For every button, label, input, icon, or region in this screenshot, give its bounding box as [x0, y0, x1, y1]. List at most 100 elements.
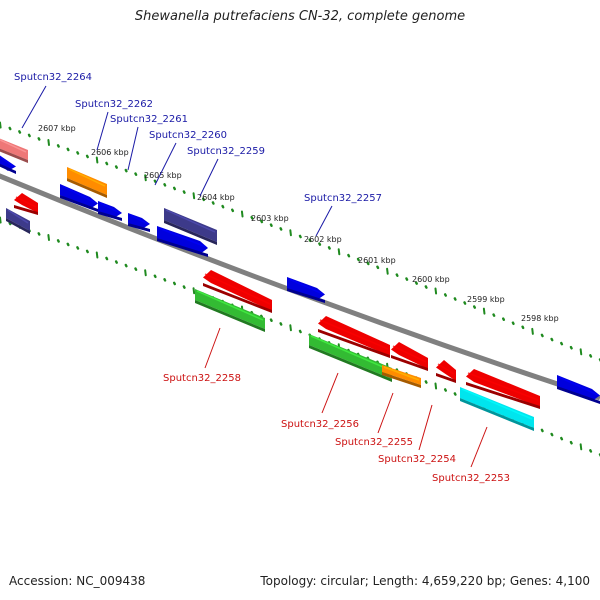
- feature-blue-c[interactable]: [128, 213, 150, 232]
- gene-label-sputcn32-2261[interactable]: Sputcn32_2261: [110, 114, 188, 125]
- minor-tick: [414, 281, 418, 285]
- major-tick: [192, 287, 196, 295]
- feature-highlight: [196, 290, 264, 321]
- minor-tick: [76, 246, 80, 250]
- gene-label-leader: [418, 404, 433, 451]
- gene-label-sputcn32-2256[interactable]: Sputcn32_2256: [281, 419, 359, 430]
- feature-green-2256[interactable]: [309, 334, 392, 382]
- minor-tick: [443, 388, 447, 392]
- feature-body: [195, 289, 265, 329]
- feature-green-2258[interactable]: [195, 289, 265, 332]
- gene-label-leader: [21, 85, 47, 129]
- feature-purple-2260[interactable]: [164, 208, 217, 245]
- minor-tick: [134, 267, 138, 271]
- feature-orange-2255[interactable]: [382, 365, 421, 388]
- minor-tick: [356, 257, 360, 262]
- feature-orange-2262[interactable]: [67, 167, 107, 198]
- minor-tick: [405, 277, 409, 281]
- gene-label-sputcn32-2257[interactable]: Sputcn32_2257: [304, 193, 382, 204]
- feature-pink-topleft[interactable]: [0, 137, 28, 163]
- minor-tick: [279, 322, 283, 326]
- feature-highlight: [558, 376, 599, 396]
- feature-blue-2259[interactable]: [157, 226, 208, 257]
- feature-body: [67, 167, 107, 195]
- feature-highlight: [467, 372, 539, 401]
- feature-highlight: [165, 209, 216, 233]
- minor-tick: [163, 278, 167, 282]
- minor-tick: [250, 215, 254, 220]
- minor-tick: [56, 239, 60, 243]
- feature-highlight: [461, 388, 533, 420]
- minor-tick: [105, 161, 109, 166]
- minor-tick: [472, 305, 476, 309]
- feature-red-small-left[interactable]: [14, 193, 38, 215]
- minor-tick: [569, 440, 573, 445]
- feature-red-2256[interactable]: [318, 316, 390, 358]
- gene-label-sputcn32-2255[interactable]: Sputcn32_2255: [335, 437, 413, 448]
- minor-tick: [66, 242, 70, 247]
- feature-red-2255[interactable]: [391, 342, 428, 371]
- minor-tick: [8, 126, 12, 131]
- minor-tick: [424, 285, 428, 289]
- feature-highlight: [437, 363, 455, 375]
- major-tick: [47, 233, 50, 241]
- feature-red-2254[interactable]: [436, 360, 456, 383]
- feature-shadow: [287, 288, 325, 303]
- scale-label: 2598 kbp: [521, 314, 559, 323]
- feature-highlight: [158, 227, 207, 248]
- feature-red-2258[interactable]: [203, 270, 272, 313]
- major-tick: [434, 287, 438, 295]
- minor-tick: [560, 341, 564, 346]
- minor-tick: [221, 204, 225, 209]
- gene-label-leader: [96, 111, 109, 151]
- minor-tick: [163, 183, 167, 187]
- gene-label-sputcn32-2262[interactable]: Sputcn32_2262: [75, 99, 153, 110]
- minor-tick: [153, 274, 157, 279]
- minor-tick: [76, 151, 80, 155]
- feature-body: [14, 193, 38, 213]
- feature-red-2253[interactable]: [466, 369, 540, 409]
- major-tick: [482, 307, 486, 315]
- feature-highlight: [68, 168, 106, 187]
- feature-body: [460, 387, 534, 428]
- feature-purple-left[interactable]: [6, 208, 30, 234]
- minor-tick: [85, 154, 89, 159]
- minor-tick: [211, 201, 215, 205]
- minor-tick: [453, 297, 457, 301]
- gene-label-sputcn32-2258[interactable]: Sputcn32_2258: [163, 373, 241, 384]
- feature-highlight: [0, 139, 27, 153]
- feature-shadow: [14, 205, 38, 215]
- minor-tick: [172, 186, 176, 191]
- scale-label: 2600 kbp: [412, 275, 450, 284]
- minor-tick: [114, 165, 118, 169]
- feature-cyan-2253[interactable]: [460, 387, 534, 431]
- feature-blue-a[interactable]: [60, 184, 98, 212]
- minor-tick: [540, 333, 544, 338]
- minor-tick: [153, 179, 157, 184]
- gene-label-leader: [127, 126, 139, 171]
- feature-body: [391, 342, 428, 369]
- gene-label-sputcn32-2259[interactable]: Sputcn32_2259: [187, 146, 265, 157]
- gene-label-sputcn32-2254[interactable]: Sputcn32_2254: [378, 454, 456, 465]
- minor-tick: [502, 317, 506, 321]
- minor-tick: [37, 137, 41, 141]
- gene-label-leader: [315, 205, 333, 237]
- gene-label-sputcn32-2264[interactable]: Sputcn32_2264: [14, 72, 92, 83]
- minor-tick: [260, 219, 264, 224]
- feature-blue-edge[interactable]: [0, 153, 16, 174]
- gene-label-sputcn32-2253[interactable]: Sputcn32_2253: [432, 473, 510, 484]
- feature-highlight: [392, 345, 427, 363]
- gene-label-sputcn32-2260[interactable]: Sputcn32_2260: [149, 130, 227, 141]
- minor-tick: [66, 147, 70, 152]
- feature-shadow: [195, 300, 265, 332]
- minor-tick: [269, 318, 273, 322]
- feature-shadow: [157, 238, 208, 257]
- major-tick: [386, 267, 389, 275]
- scale-label: 2605 kbp: [144, 171, 182, 180]
- major-tick: [579, 443, 583, 451]
- feature-blue-right[interactable]: [557, 375, 600, 404]
- feature-blue-2257[interactable]: [287, 277, 325, 303]
- feature-blue-b[interactable]: [98, 201, 122, 221]
- minor-tick: [18, 130, 22, 134]
